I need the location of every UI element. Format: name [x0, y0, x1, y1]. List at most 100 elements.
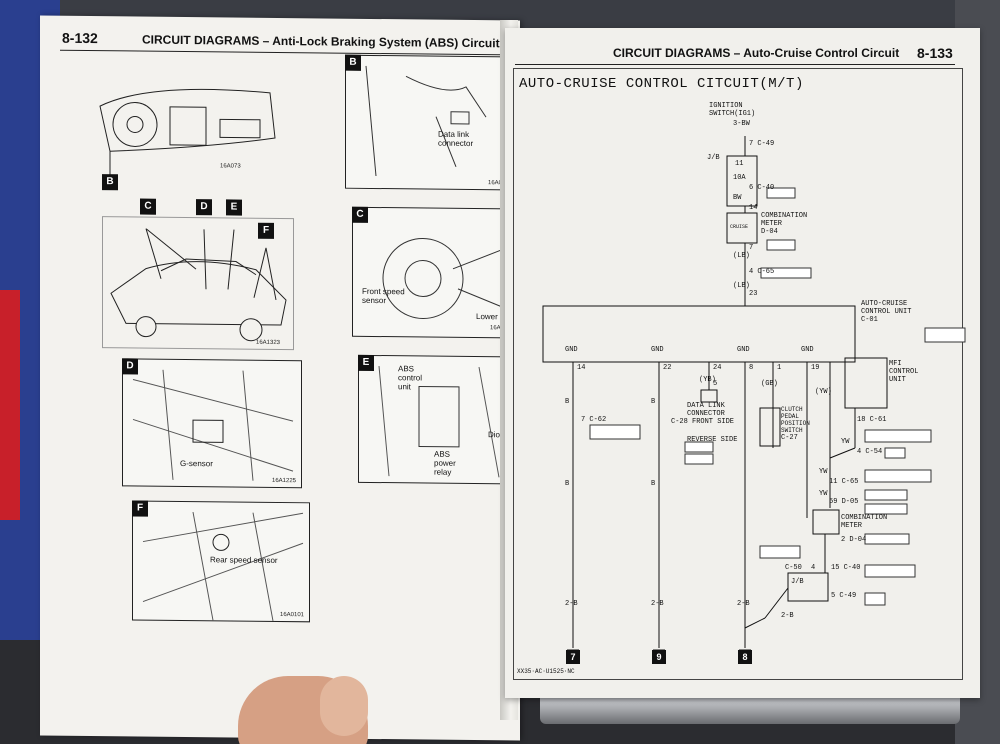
- wire-gb: (GB): [761, 380, 778, 388]
- panel-e-callout-1: ABS: [398, 364, 415, 374]
- conn-4-jb: 4: [811, 564, 816, 572]
- ground-terminal-7: 7: [566, 650, 580, 664]
- mfi-label-1: MFI: [889, 360, 902, 368]
- car-marker-e: E: [226, 199, 242, 216]
- panel-f-ref: 16A0101: [280, 612, 305, 619]
- panel-c: [352, 206, 514, 339]
- wiring-schematic: [542, 136, 966, 651]
- pin-24: 24: [713, 364, 722, 372]
- wire-b-4: B: [651, 480, 656, 488]
- meter-label-3: D-04: [761, 228, 778, 236]
- diagram-frame: [513, 68, 963, 680]
- clutch-label-1: CLUTCH: [781, 406, 803, 413]
- jb-label: J/B: [707, 154, 720, 162]
- panel-d-drawing: [132, 369, 294, 481]
- panel-f-label: F: [132, 500, 148, 517]
- mfi-label-3: UNIT: [889, 376, 906, 384]
- wire-lb: (LB): [733, 252, 750, 260]
- pin-14: 14: [577, 364, 586, 372]
- ignition-label-2: SWITCH(IG1): [709, 110, 756, 118]
- panel-e-callout-3: unit: [398, 382, 411, 392]
- wire-yb: (YB): [699, 376, 716, 384]
- panel-d-ref: 16A1225: [272, 477, 297, 485]
- clutch-label-5: C-27: [781, 434, 798, 442]
- wire-b-1: B: [565, 398, 570, 406]
- dashboard-illustration: [99, 88, 276, 177]
- panel-b-label: B: [345, 54, 361, 71]
- panel-b-drawing: [365, 65, 487, 177]
- pin-5: 5: [713, 380, 718, 388]
- panel-e-drawing: [378, 365, 500, 478]
- panel-c-label: C: [352, 206, 368, 223]
- jb2-label: J/B: [791, 578, 804, 586]
- conn-c61: 18 C-61: [857, 416, 887, 424]
- gnd-2: GND: [651, 346, 664, 354]
- conn-d05: 59 D-05: [829, 498, 859, 506]
- conn-c65-top: 4 C-65: [749, 268, 775, 276]
- background-red-cover: [0, 290, 20, 520]
- dash-ref: 16A073: [220, 163, 241, 170]
- wire-2b-1: 2-B: [565, 600, 578, 608]
- datalink-label-3: C-28 FRONT SIDE: [671, 418, 735, 426]
- pin-19: 19: [811, 364, 820, 372]
- pin-1: 1: [777, 364, 782, 372]
- acu-label-2: CONTROL UNIT: [861, 308, 912, 316]
- wire-yw-1: YW: [841, 438, 850, 446]
- right-page-number: 8-133: [917, 45, 953, 61]
- wire-2b-4: 2-B: [781, 612, 794, 620]
- wire-bw: BW: [733, 194, 742, 202]
- fuse-label: 10A: [733, 174, 746, 182]
- clutch-label-4: SWITCH: [781, 427, 803, 434]
- wire-yw-2: YW: [819, 468, 828, 476]
- wire-lb-2: (LB): [733, 282, 750, 290]
- panel-e-callout-4: ABS: [434, 449, 451, 459]
- panel-e-callout-5: power: [434, 458, 456, 468]
- conn-c40-top: 6 C-40: [749, 184, 775, 192]
- conn-d04: 2 D-04: [841, 536, 867, 544]
- pin-8: 8: [749, 364, 754, 372]
- ignition-label-1: IGNITION: [709, 102, 743, 110]
- wire-b-2: B: [651, 398, 656, 406]
- panel-d-label: D: [122, 358, 138, 375]
- panel-b: [345, 54, 507, 191]
- acu-label-3: C-01: [861, 316, 878, 324]
- panel-f: [132, 500, 310, 623]
- datalink-label-1: DATA LINK: [687, 402, 725, 410]
- conn-c49-top: 7 C-49: [749, 140, 775, 148]
- datalink-label-2: CONNECTOR: [687, 410, 725, 418]
- thumb-nail: [320, 676, 368, 736]
- panel-e: [358, 354, 520, 485]
- conn-c40-bot: 15 C-40: [831, 564, 861, 572]
- panel-d-callout-1: G-sensor: [180, 458, 213, 469]
- meter-label-2: METER: [761, 220, 783, 228]
- conn-c54: 4 C-54: [857, 448, 883, 456]
- panel-c-callout-1: Front speed: [362, 286, 405, 297]
- conn-c49-bot: 5 C-49: [831, 592, 857, 600]
- datalink-label-4: REVERSE SIDE: [687, 436, 738, 444]
- dash-marker-b: B: [102, 174, 118, 191]
- fuse-num: 11: [735, 160, 744, 168]
- clutch-label-3: POSITION: [781, 420, 810, 427]
- gnd-4: GND: [801, 346, 814, 354]
- panel-f-callout-1: Rear speed sensor: [210, 555, 278, 565]
- mfi-label-2: CONTROL: [889, 368, 919, 376]
- left-page-header: CIRCUIT DIAGRAMS – Anti-Lock Braking Sys…: [142, 32, 500, 51]
- wire-yw-3: YW: [819, 490, 828, 498]
- diagram-title: AUTO-CRUISE CONTROL CITCUIT(M/T): [519, 76, 804, 92]
- panel-c-callout-2: sensor: [362, 295, 387, 306]
- conn-14: 14: [749, 204, 758, 212]
- car-marker-c: C: [140, 198, 156, 215]
- car-marker-d: D: [196, 199, 212, 216]
- left-page: 8-132 CIRCUIT DIAGRAMS – Anti-Lock Braki…: [40, 15, 520, 741]
- wire-2b-3: 2-B: [737, 600, 750, 608]
- wire-2b-2: 2-B: [651, 600, 664, 608]
- wire-yw-paren: (YW): [815, 388, 832, 396]
- meter2-label-1: COMBINATION: [841, 514, 888, 522]
- right-page: CIRCUIT DIAGRAMS – Auto-Cruise Control C…: [505, 28, 980, 698]
- panel-e-callout-2: control: [398, 373, 423, 383]
- conn-c50: C-50: [785, 564, 802, 572]
- left-page-number: 8-132: [62, 29, 98, 47]
- conn-7: 7: [749, 244, 754, 252]
- wire-b-3: B: [565, 480, 570, 488]
